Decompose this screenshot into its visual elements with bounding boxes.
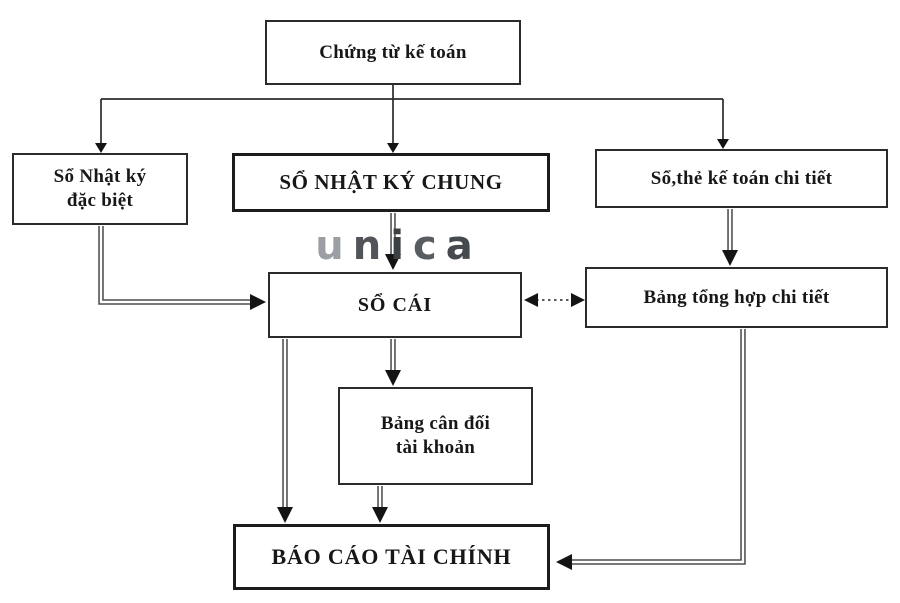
pipe-bangtonghop-to-baocao bbox=[572, 329, 746, 565]
box-bang-tong-hop-label: Bảng tổng hợp chi tiết bbox=[643, 286, 830, 308]
arrowhead-into-socai-top bbox=[385, 254, 401, 270]
box-so-cai-label: SỔ CÁI bbox=[357, 293, 433, 316]
box-so-nhat-ky-chung: SỔ NHẬT KÝ CHUNG bbox=[232, 153, 550, 212]
box-nk-chung-label: SỔ NHẬT KÝ CHUNG bbox=[279, 170, 503, 195]
arrow-chungtu-distributor bbox=[100, 85, 724, 144]
box-nk-dac-biet-label: Sổ Nhật ký đặc biệt bbox=[53, 166, 147, 211]
arrowhead-into-nk-dac-biet bbox=[95, 143, 107, 153]
box-so-nhat-ky-dac-biet: Sổ Nhật ký đặc biệt bbox=[12, 153, 188, 225]
box-bang-tong-hop-chi-tiet: Bảng tổng hợp chi tiết bbox=[585, 267, 888, 328]
arrowhead-dotted-right bbox=[571, 293, 585, 307]
pipe-core-7 bbox=[572, 329, 745, 564]
arrowhead-into-so-the-ct bbox=[717, 139, 729, 149]
box-bao-cao-tai-chinh: BÁO CÁO TÀI CHÍNH bbox=[233, 524, 550, 590]
box-so-the-ke-toan-chi-tiet: Sổ,thẻ kế toán chi tiết bbox=[595, 149, 888, 208]
box-bang-can-doi-tai-khoan: Bảng cân đối tài khoản bbox=[338, 387, 533, 485]
arrowhead-into-nk-chung bbox=[387, 143, 399, 153]
arrowhead-into-baocao-left bbox=[277, 507, 293, 523]
arrowhead-dotted-left bbox=[524, 293, 538, 307]
double-arrows-outer bbox=[98, 209, 746, 565]
box-so-cai: SỔ CÁI bbox=[268, 272, 522, 338]
box-so-the-ct-label: Sổ,thẻ kế toán chi tiết bbox=[650, 167, 833, 189]
box-bang-can-doi-label: Bảng cân đối tài khoản bbox=[380, 413, 491, 458]
box-bao-cao-label: BÁO CÁO TÀI CHÍNH bbox=[271, 544, 512, 570]
box-chung-tu-label: Chứng từ kế toán bbox=[319, 41, 467, 63]
arrowhead-into-socai-left bbox=[250, 294, 266, 310]
double-arrows-inner bbox=[99, 209, 745, 564]
arrowhead-into-baocao-mid bbox=[372, 507, 388, 523]
arrowhead-into-bangtonghop bbox=[722, 250, 738, 266]
arrowhead-into-bangcandoi bbox=[385, 370, 401, 386]
pipe-core-1 bbox=[99, 226, 250, 304]
arrowhead-into-baocao-right bbox=[556, 554, 572, 570]
box-chung-tu-ke-toan: Chứng từ kế toán bbox=[265, 20, 521, 85]
pipe-nkdacbiet-to-socai bbox=[98, 226, 250, 305]
